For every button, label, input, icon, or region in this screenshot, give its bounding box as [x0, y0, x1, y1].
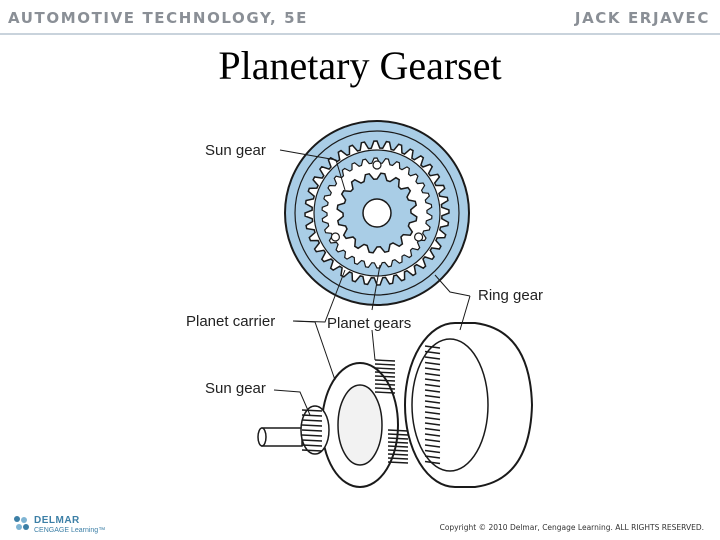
- sun-gear-teeth: [301, 409, 323, 452]
- copyright-notice: Copyright © 2010 Delmar, Cengage Learnin…: [439, 523, 704, 532]
- leader-sun-bottom: [273, 389, 311, 416]
- leader-sun-top: [279, 149, 346, 191]
- label-sun-gear-bottom: Sun gear: [205, 380, 266, 397]
- header-divider: [0, 33, 720, 35]
- planet-gear-teeth: [374, 359, 409, 464]
- ring-gear-teeth: [424, 345, 441, 465]
- label-planet-gears: Planet gears: [327, 315, 412, 332]
- ring-gear-inner: [411, 338, 489, 472]
- logo-subtitle: CENGAGE Learning™: [34, 527, 106, 534]
- planet-carrier-hub: [337, 384, 383, 466]
- label-sun-gear-top: Sun gear: [205, 142, 266, 159]
- label-ring-gear: Ring gear: [478, 287, 544, 304]
- slide-title: Planetary Gearset: [218, 43, 502, 88]
- logo-name: DELMAR: [34, 515, 80, 526]
- leader-ring-top: [434, 274, 471, 297]
- leader-carrier-bottom: [292, 320, 336, 381]
- shaft-end: [257, 427, 267, 447]
- leader-ring-bottom: [459, 295, 471, 331]
- exploded-gearset-diagram: [257, 322, 534, 488]
- label-planet-carrier: Planet carrier: [186, 313, 276, 330]
- leader-planet-top: [371, 264, 381, 311]
- author-name: JACK ERJAVEC: [574, 9, 710, 27]
- leader-planet-bottom: [371, 329, 376, 361]
- delmar-logo-icon: [14, 516, 29, 530]
- leader-lines: [273, 149, 471, 416]
- book-title: AUTOMOTIVE TECHNOLOGY, 5E: [8, 9, 308, 27]
- sun-gear-shaft: [261, 427, 303, 447]
- top-gearset-diagram: [284, 120, 470, 306]
